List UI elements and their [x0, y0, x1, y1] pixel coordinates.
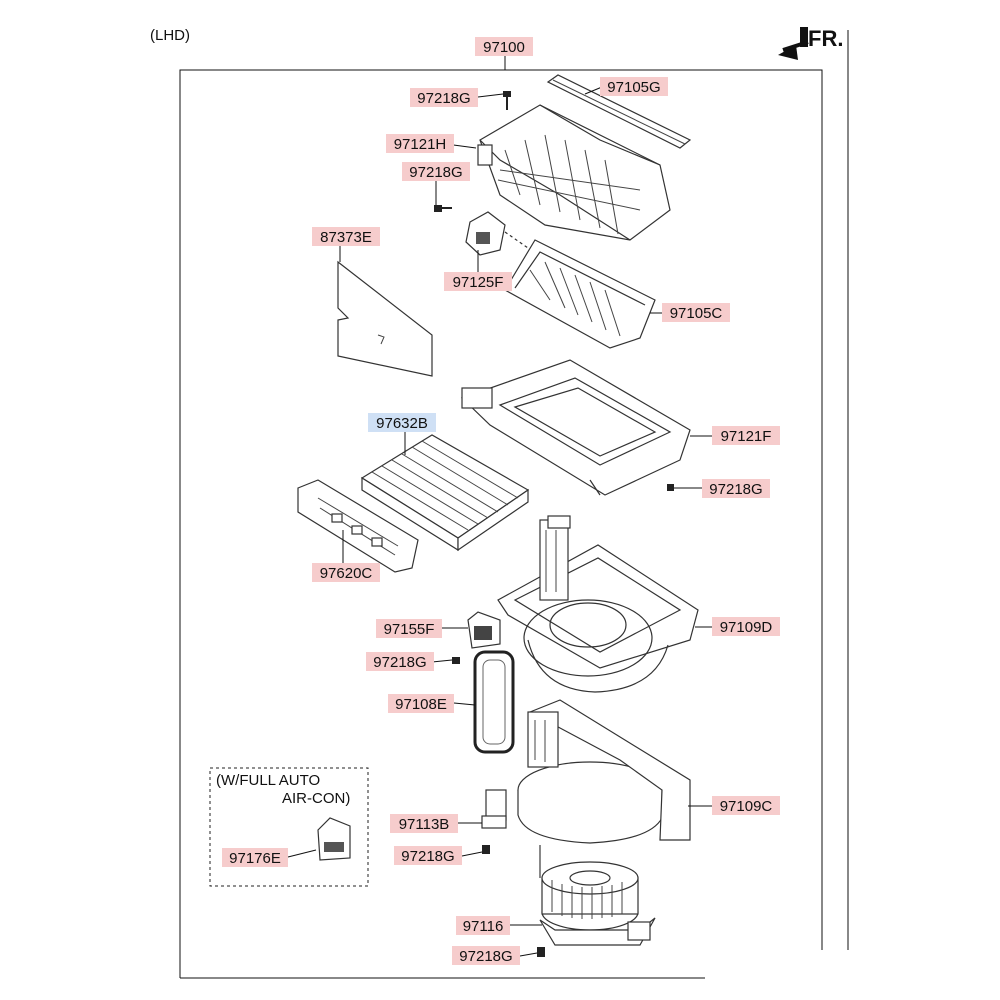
callout-bg	[388, 694, 454, 713]
full-auto-option-box	[209, 767, 369, 887]
callout-label: 97155F	[384, 621, 435, 638]
callout-bg	[600, 77, 668, 96]
callout-label: 97108E	[395, 696, 447, 713]
front-direction-arrow	[778, 27, 809, 60]
part-actuator-97125f	[465, 211, 529, 256]
callout-bg	[368, 413, 436, 432]
callout-label: 97218G	[409, 164, 462, 181]
callout-bg	[662, 303, 730, 322]
callout-bg	[376, 619, 442, 638]
screw-97218g-lower-mid	[452, 657, 460, 664]
callout-bg	[312, 563, 380, 582]
callout-label: 97632B	[376, 415, 428, 432]
part-intake-case-97121h	[477, 104, 671, 241]
callout-label: 97105G	[607, 79, 660, 96]
part-scroll-case-97109c	[517, 699, 691, 844]
part-sensor-97155f	[467, 611, 501, 649]
screw-97218g-top	[503, 91, 511, 110]
callout-bg	[222, 848, 288, 867]
callout-bg	[702, 479, 770, 498]
part-frame-97105c	[504, 239, 656, 349]
callouts: 97218G 97105G 97121H 97218G 87373E 97125…	[222, 77, 780, 965]
callout-bg	[456, 916, 510, 935]
callout-label: 87373E	[320, 229, 372, 246]
callout-bg	[402, 162, 470, 181]
callout-bg	[386, 134, 454, 153]
screw-97218g-bottom	[537, 947, 545, 957]
part-case-97109d	[497, 515, 699, 693]
screw-97218g-lower	[482, 845, 490, 854]
callout-bg	[444, 272, 512, 291]
callout-label: 97116	[463, 918, 504, 935]
callout-label: 97218G	[373, 654, 426, 671]
callout-bg	[366, 652, 434, 671]
callout-label: 97113B	[399, 816, 450, 833]
screw-97218g-mid	[667, 484, 674, 491]
callout-label: 97109C	[720, 798, 773, 815]
callout-bg	[712, 426, 780, 445]
callout-label: 97125F	[453, 274, 504, 291]
callout-bg	[410, 88, 478, 107]
direction-label: FR.	[808, 26, 843, 51]
part-strip-97105g	[546, 74, 692, 149]
part-resistor-97113b	[481, 789, 507, 829]
part-filter-97632b	[360, 434, 530, 552]
callout-label: 97176E	[229, 850, 281, 867]
part-resistor-97176e	[317, 817, 351, 861]
callout-bg	[312, 227, 380, 246]
callout-label: 97121H	[394, 136, 447, 153]
leader-lines	[287, 86, 712, 957]
callout-label: 97218G	[401, 848, 454, 865]
option-line-1: (W/FULL AUTO	[216, 772, 320, 789]
callout-label: 97218G	[709, 481, 762, 498]
variant-label: (LHD)	[150, 27, 190, 44]
callout-label: 97121F	[721, 428, 772, 445]
callout-label: 97620C	[320, 565, 373, 582]
part-cover-97620c	[297, 479, 419, 573]
screw-97218g-upper	[434, 205, 452, 212]
callout-bg	[712, 796, 780, 815]
callout-label: 97218G	[459, 948, 512, 965]
callout-label: 97105C	[670, 305, 723, 322]
part-housing-97121f	[460, 359, 691, 496]
assembly-callout: 97100	[483, 39, 525, 56]
callout-bg	[394, 846, 462, 865]
part-blower-97116	[539, 861, 656, 946]
callout-label: 97109D	[720, 619, 773, 636]
callout-bg	[390, 814, 458, 833]
callout-label: 97218G	[417, 90, 470, 107]
part-seal-97108e	[473, 650, 515, 754]
part-gasket-87373e	[337, 260, 433, 377]
assembly-frame	[179, 30, 849, 979]
callout-bg	[712, 617, 780, 636]
assembly-callout-bg	[475, 37, 533, 56]
callout-bg	[452, 946, 520, 965]
option-line-2: AIR-CON)	[282, 790, 350, 807]
